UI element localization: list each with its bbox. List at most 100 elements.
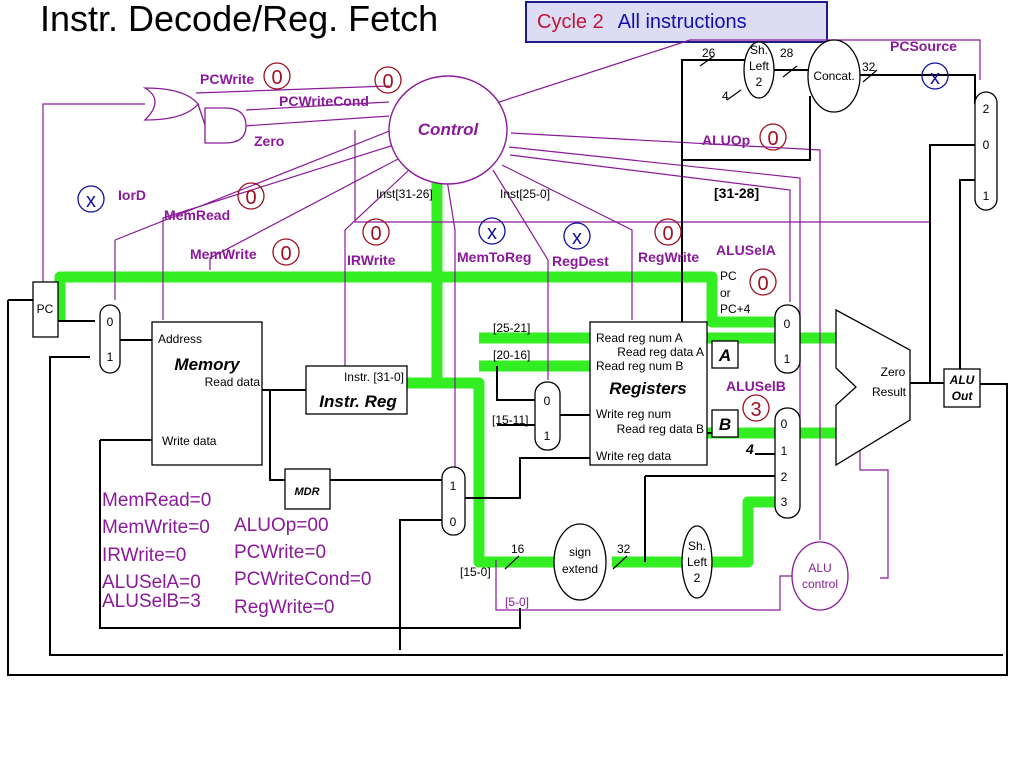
pcsource-mux	[974, 91, 998, 211]
memtoreg-mux-input-0: 0	[450, 515, 457, 529]
signal-memread: MemRead	[164, 207, 230, 223]
reg-read-num-b: Read reg num B	[596, 359, 683, 373]
mdr-register	[284, 468, 331, 510]
summary-left-item: ALUSelA=0	[102, 572, 201, 593]
signal-irwrite: IRWrite	[347, 252, 396, 268]
register-a-label: A	[718, 346, 731, 365]
summary-right-item: PCWriteCond=0	[234, 569, 371, 590]
reg-read-data-a: Read reg data A	[617, 345, 704, 359]
memory-unit	[151, 321, 263, 466]
concat-label: Concat.	[813, 69, 854, 83]
value-pcwritecond: 0	[382, 71, 393, 93]
signal-regwrite: RegWrite	[638, 249, 699, 265]
instruction-register	[305, 365, 408, 415]
active-datapath-highlight	[54, 180, 836, 568]
alu-zero-port: Zero	[881, 365, 906, 379]
reg-write-num: Write reg num	[596, 407, 671, 421]
alu-out-line1: ALU	[949, 373, 975, 387]
alu-control-line1: ALU	[808, 561, 831, 575]
shift-left-2-bottom	[681, 525, 713, 599]
pcsource-mux-input-2: 2	[983, 102, 990, 116]
wire-bits-31-28: [31-28]	[714, 185, 759, 201]
alu-result-port: Result	[872, 385, 907, 399]
memtoreg-mux	[441, 466, 466, 536]
bus-width-ticks	[504, 55, 878, 570]
wire-width-16: 16	[511, 542, 525, 556]
value-regwrite: 0	[662, 223, 673, 245]
summary-right-item: PCWrite=0	[234, 542, 326, 563]
regdest-mux	[534, 381, 561, 451]
register-a	[711, 340, 739, 369]
control-label: Control	[418, 120, 480, 139]
value-aluop: 0	[767, 128, 778, 150]
shift-left-2-top	[743, 41, 775, 99]
value-regdest: x	[572, 227, 582, 249]
pc-register	[32, 281, 59, 338]
wire-width-4-top: 4	[722, 89, 729, 103]
shift-left-top-line1: Sh.	[750, 43, 768, 57]
wire-inst-31-26: Inst[31-26]	[376, 187, 433, 201]
iord-mux-input-0: 0	[107, 315, 114, 329]
memory-title: Memory	[174, 355, 241, 374]
sign-extend-line2: extend	[562, 562, 598, 576]
shift-left-bottom-line2: Left	[687, 555, 708, 569]
summary-left-item: MemWrite=0	[102, 517, 210, 538]
shift-left-top-line3: 2	[756, 75, 763, 89]
memtoreg-mux-input-1: 1	[450, 479, 457, 493]
value-pcsource: x	[930, 67, 940, 89]
control-unit	[388, 75, 508, 185]
signal-regdest: RegDest	[552, 253, 609, 269]
regdest-mux-input-0: 0	[544, 394, 551, 408]
summary-left-item: MemRead=0	[102, 490, 211, 511]
iord-mux-input-1: 1	[107, 350, 114, 364]
wire-inst-25-0: Inst[25-0]	[500, 187, 550, 201]
register-b-label: B	[719, 415, 731, 434]
signal-memtoreg: MemToReg	[457, 249, 531, 265]
summary-right: ALUOp=00 PCWrite=0 PCWriteCond=0 RegWrit…	[234, 515, 371, 618]
wire-bits-25-21: [25-21]	[493, 321, 530, 335]
concat-unit	[807, 39, 861, 113]
shift-left-bottom-line3: 2	[694, 571, 701, 585]
aluselb-mux	[774, 407, 801, 519]
pcsource-mux-input-0: 0	[983, 138, 990, 152]
signal-pcsource: PCSource	[890, 38, 957, 54]
summary-right-item: ALUOp=00	[234, 515, 329, 536]
memory-read-data-port: Read data	[205, 375, 261, 389]
alu	[835, 308, 911, 467]
wire-bits-20-16: [20-16]	[493, 348, 530, 362]
signal-value-markers	[77, 62, 949, 422]
aluselb-mux-input-3: 3	[781, 495, 788, 509]
wire-bits-15-0: [15-0]	[460, 565, 491, 579]
ir-field-label: Instr. [31-0]	[344, 370, 404, 384]
page-title: Instr. Decode/Reg. Fetch	[40, 0, 439, 39]
registers-title: Registers	[609, 379, 686, 398]
value-aluselb: 3	[750, 399, 761, 421]
value-irwrite: 0	[370, 223, 381, 245]
alusela-mux-input-1: 1	[784, 352, 791, 366]
shift-left-bottom-line1: Sh.	[688, 539, 706, 553]
ir-title: Instr. Reg	[319, 392, 397, 411]
signal-pcwritecond: PCWriteCond	[279, 93, 369, 109]
alu-control-line2: control	[802, 577, 838, 591]
wire-width-32-bottom: 32	[617, 542, 631, 556]
summary-right-item: RegWrite=0	[234, 597, 335, 618]
pc-label: PC	[37, 302, 54, 316]
summary-left-item: IRWrite=0	[102, 545, 186, 566]
memory-address-port: Address	[158, 332, 202, 346]
value-alusela: 0	[757, 273, 768, 295]
wire-pc-or-line3: PC+4	[720, 302, 751, 316]
pcsource-mux-input-1: 1	[983, 189, 990, 203]
cycle-description: All instructions	[617, 11, 747, 33]
signal-pcwrite: PCWrite	[200, 71, 254, 87]
datapath-wires	[7, 59, 1008, 676]
value-memwrite: 0	[280, 243, 291, 265]
aluselb-mux-input-0: 0	[781, 417, 788, 431]
wire-width-26: 26	[702, 46, 716, 60]
pc-write-gates	[142, 87, 247, 144]
signal-memwrite: MemWrite	[190, 246, 257, 262]
signal-alusela: ALUSelA	[716, 242, 776, 258]
alu-out-register	[943, 368, 981, 408]
regdest-mux-input-1: 1	[544, 429, 551, 443]
